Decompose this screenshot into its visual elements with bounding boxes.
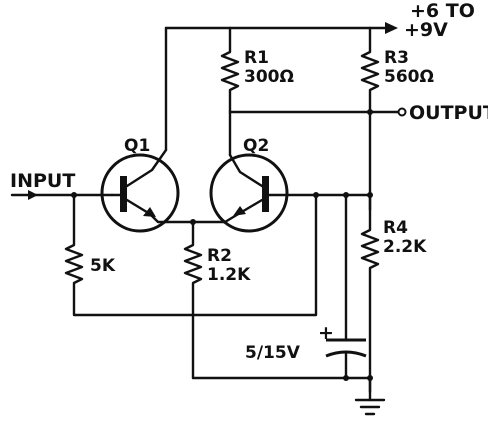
r3-ref: R3 <box>384 48 409 68</box>
r1-ref: R1 <box>244 48 269 68</box>
capacitor <box>325 193 367 380</box>
r3-value: 560Ω <box>384 67 434 87</box>
resistor-r3 <box>360 26 380 212</box>
resistor-r1 <box>220 26 240 114</box>
supply-rail <box>164 22 398 34</box>
q1-emitter-wire <box>148 212 195 224</box>
r2-ref: R2 <box>207 246 232 266</box>
output-label: OUTPUT <box>409 102 488 124</box>
resistor-r4 <box>360 193 380 394</box>
r1-value: 300Ω <box>244 67 294 87</box>
r4-value: 2.2K <box>383 237 427 257</box>
ground-icon <box>354 376 386 416</box>
transistor-q1 <box>100 148 180 233</box>
supply-label-line1: +6 TO <box>410 0 475 22</box>
r2-value: 1.2K <box>207 265 251 285</box>
resistor-r2 <box>183 220 203 380</box>
capacitor-polarity: + <box>318 322 334 344</box>
input-label: INPUT <box>10 170 76 192</box>
output-line <box>228 107 407 117</box>
supply-label-line2: +9V <box>404 19 448 41</box>
q2-label: Q2 <box>243 136 270 156</box>
q1-label: Q1 <box>124 136 151 156</box>
q2-emitter-wire <box>191 211 242 224</box>
pot-value: 5K <box>90 256 116 276</box>
transistor-q2 <box>209 153 373 233</box>
capacitor-value: 5/15V <box>245 343 300 363</box>
r4-ref: R4 <box>383 218 408 238</box>
resistor-pot <box>64 193 318 317</box>
